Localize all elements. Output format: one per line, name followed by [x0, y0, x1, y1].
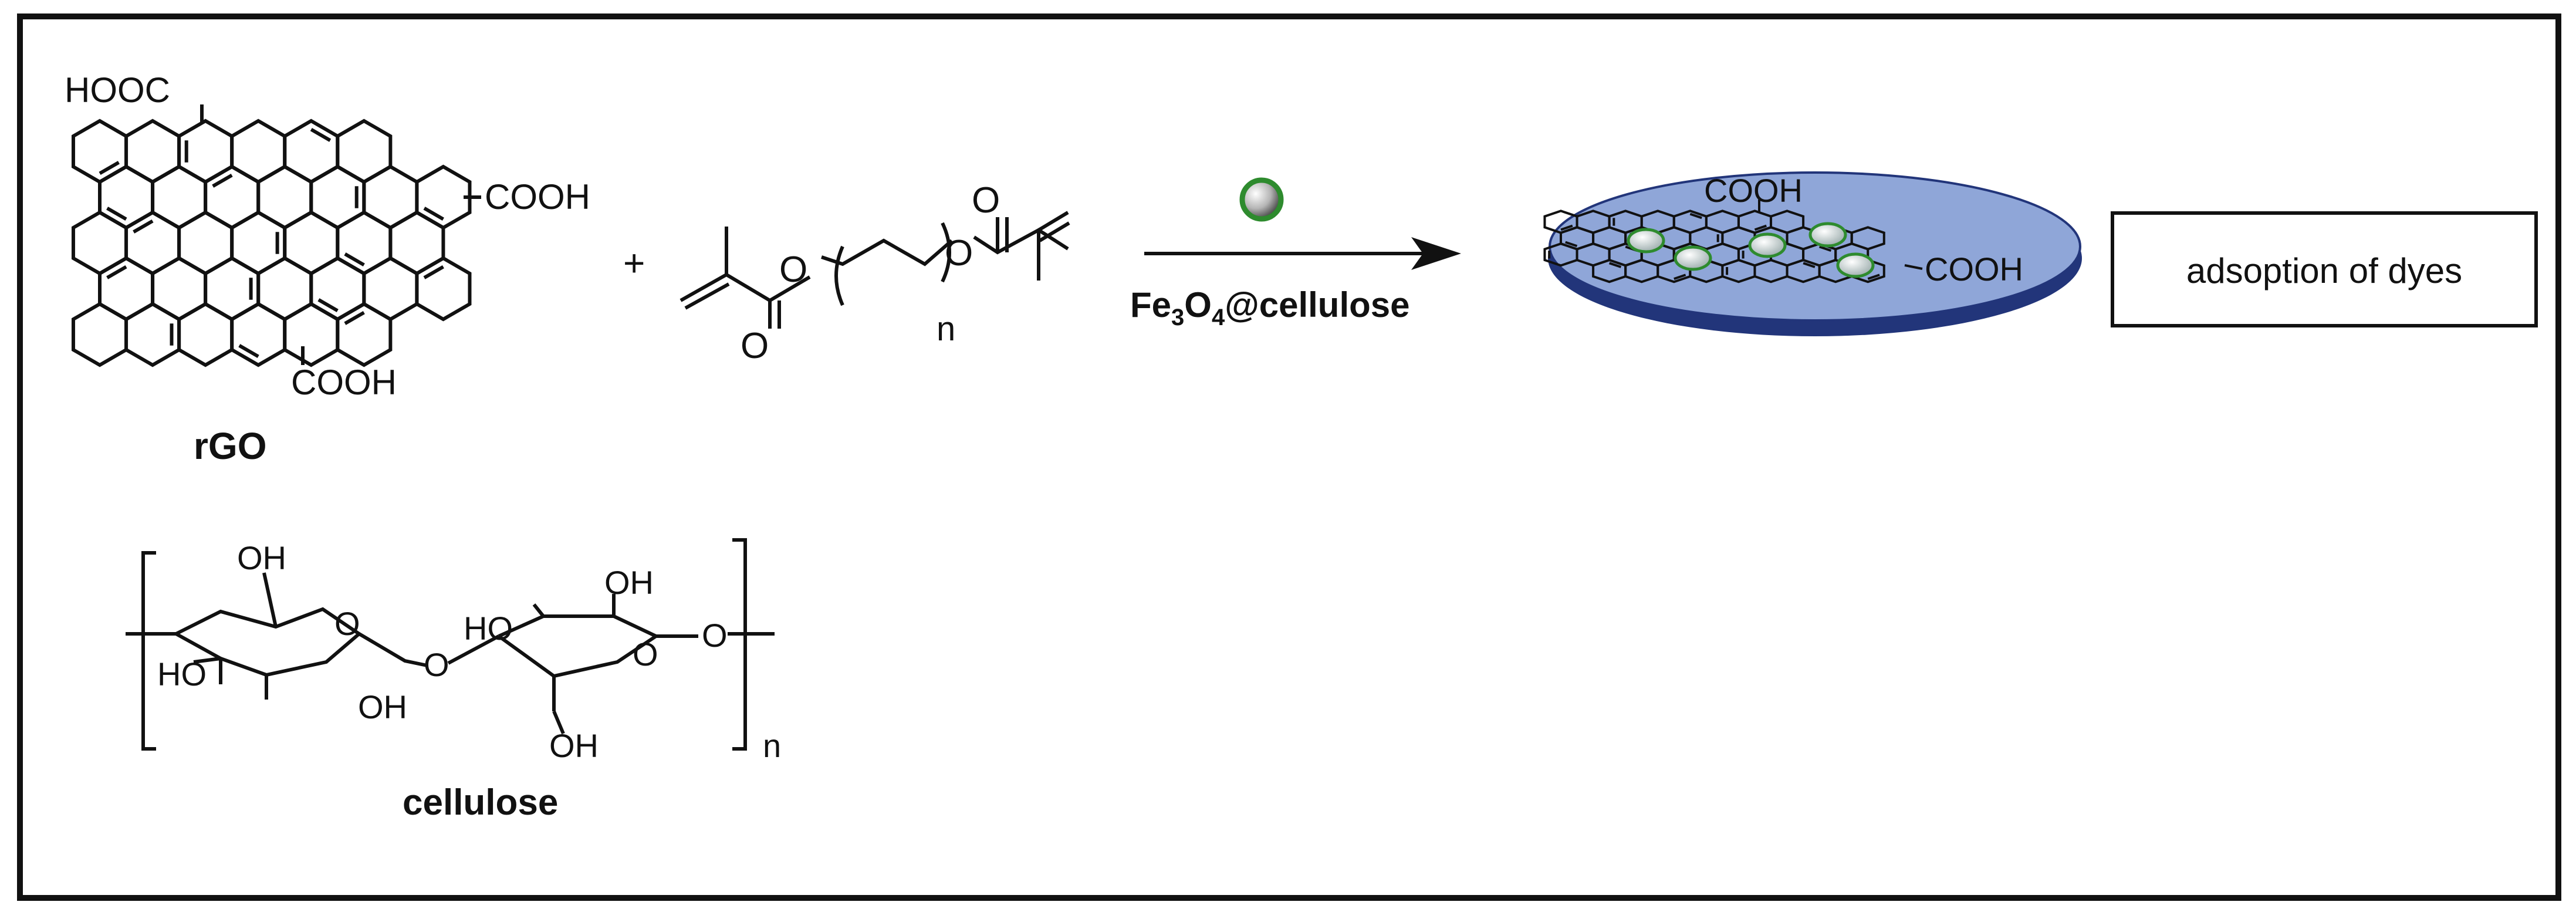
double-bond	[1867, 273, 1880, 280]
peg-repeat-n: n	[937, 310, 955, 348]
nanoparticle-icon	[1836, 252, 1875, 278]
cellulose-name-label: cellulose	[403, 782, 558, 823]
double-bond	[238, 344, 259, 359]
double-bond	[1803, 262, 1816, 268]
double-bond	[423, 265, 444, 279]
nanoparticle-icon	[1627, 228, 1665, 254]
product-cooh-top: COOH	[1704, 172, 1803, 209]
hexagon-ring	[71, 302, 129, 367]
rgo-cooh-bottom-label: COOH	[291, 363, 397, 402]
ester-o-left: O	[779, 249, 807, 290]
hexagon-ring	[177, 302, 234, 367]
rgo-sheet	[71, 119, 472, 367]
cellulose-ho-1: HO	[157, 656, 207, 693]
cellulose-bridge-o: O	[424, 646, 449, 683]
cellulose-ho-2: HO	[464, 610, 513, 647]
double-bond	[1565, 241, 1578, 248]
double-bond	[1560, 224, 1573, 231]
outer-frame	[17, 13, 2561, 901]
product-cooh-right: COOH	[1925, 251, 2023, 288]
hexagon-ring	[336, 302, 393, 367]
double-bond	[1818, 245, 1832, 252]
double-bond	[106, 207, 127, 221]
cellulose-repeat-n: n	[763, 727, 781, 764]
double-bond	[1608, 262, 1622, 268]
double-bond	[423, 207, 444, 221]
fe3o4-nanoparticle-icon	[1239, 177, 1284, 222]
rgo-name-label: rGO	[194, 425, 266, 467]
ether-o: O	[945, 233, 973, 273]
double-bond	[1689, 212, 1702, 219]
double-bond	[133, 219, 154, 234]
carbonyl-o-right: O	[972, 180, 1000, 221]
hexagon-ring	[415, 256, 472, 322]
cellulose-oh-2: OH	[358, 688, 407, 725]
product-substituents	[1758, 200, 1923, 270]
double-bond	[344, 252, 365, 267]
cellulose-oh-1: OH	[237, 539, 286, 576]
nanoparticle-icon	[1674, 245, 1712, 271]
product-nanoparticles	[1627, 222, 1875, 278]
double-bond	[1674, 273, 1686, 280]
nanoparticle-icon	[1808, 222, 1847, 248]
double-bond	[99, 161, 120, 175]
cellulose-ring-o-1: O	[334, 605, 360, 642]
plus-sign: +	[623, 242, 645, 284]
carbonyl-o-left: O	[741, 326, 769, 366]
result-box	[2111, 211, 2538, 327]
double-bond	[317, 298, 339, 313]
product-disc: COOH COOH	[1543, 171, 2082, 336]
reaction-arrow	[1144, 237, 1461, 270]
cellulose-ring-o-2: O	[633, 636, 658, 673]
reagent-label: Fe3O4@cellulose	[1130, 285, 1410, 330]
nanoparticle-icon	[1748, 232, 1787, 258]
rgo-substituents	[200, 104, 481, 365]
double-bond	[310, 127, 332, 142]
double-bond	[344, 310, 365, 325]
rgo-hooc-label: HOOC	[65, 70, 170, 110]
cellulose-end-o: O	[702, 617, 728, 654]
cellulose-oh-3: OH	[604, 564, 654, 601]
hexagon-ring	[283, 302, 340, 367]
double-bond	[1754, 224, 1767, 231]
peg-dimethacrylate	[680, 211, 1070, 329]
cellulose-oh-4: OH	[549, 727, 599, 764]
double-bond	[106, 265, 127, 279]
cellulose-structure	[126, 538, 775, 751]
double-bond	[212, 173, 233, 188]
rgo-cooh-right-label: COOH	[485, 177, 590, 217]
result-box-text: adsoption of dyes	[2186, 251, 2462, 291]
